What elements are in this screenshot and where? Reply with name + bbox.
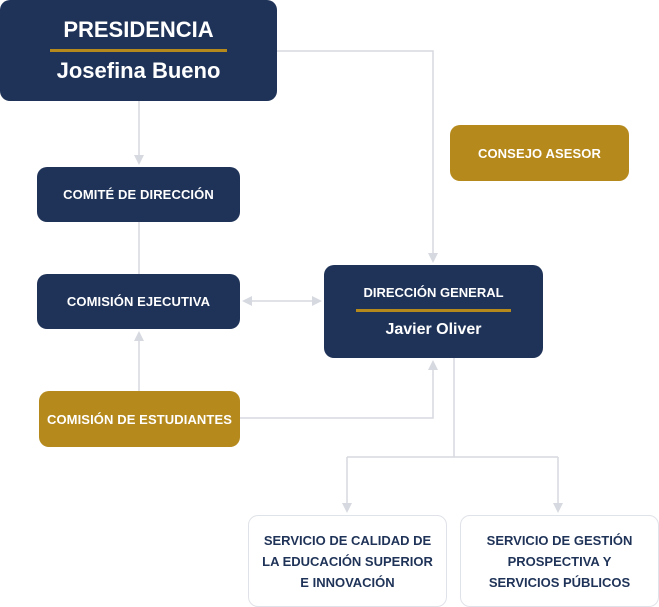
consejo-asesor-label: CONSEJO ASESOR (477, 145, 601, 161)
direccion-general-box[interactable]: DIRECCIÓN GENERAL Javier Oliver (324, 265, 543, 358)
comision-estudiantes-box[interactable]: COMISIÓN DE ESTUDIANTES (39, 391, 240, 447)
comite-direccion-label: COMITÉ DE DIRECCIÓN (63, 187, 214, 202)
comision-ejecutiva-box[interactable]: COMISIÓN EJECUTIVA (37, 274, 240, 329)
consejo-asesor-box[interactable]: CONSEJO ASESOR (450, 125, 629, 181)
comision-estudiantes-label: COMISIÓN DE ESTUDIANTES (46, 411, 233, 427)
presidencia-box[interactable]: PRESIDENCIA Josefina Bueno (0, 0, 277, 101)
presidencia-name: Josefina Bueno (56, 58, 221, 83)
comision-ejecutiva-label: COMISIÓN EJECUTIVA (66, 294, 211, 309)
servicio-calidad-label: SERVICIO DE CALIDAD DE LA EDUCACIÓN SUPE… (262, 532, 433, 590)
presidencia-title: PRESIDENCIA (63, 17, 214, 42)
presidencia-divider (50, 49, 227, 52)
servicio-gestion-box[interactable]: SERVICIO DE GESTIÓN PROSPECTIVA Y SERVIC… (460, 515, 659, 607)
direccion-general-title: DIRECCIÓN GENERAL (363, 284, 504, 300)
connector-estudiantes-direccion (240, 360, 438, 419)
direccion-general-divider (356, 308, 511, 312)
servicio-calidad-box[interactable]: SERVICIO DE CALIDAD DE LA EDUCACIÓN SUPE… (248, 515, 447, 607)
comite-direccion-box[interactable]: COMITÉ DE DIRECCIÓN (37, 167, 240, 222)
servicio-gestion-label: SERVICIO DE GESTIÓN PROSPECTIVA Y SERVIC… (486, 532, 633, 590)
direccion-general-name: Javier Oliver (385, 320, 482, 338)
connector-presidencia-direccion (277, 50, 438, 263)
